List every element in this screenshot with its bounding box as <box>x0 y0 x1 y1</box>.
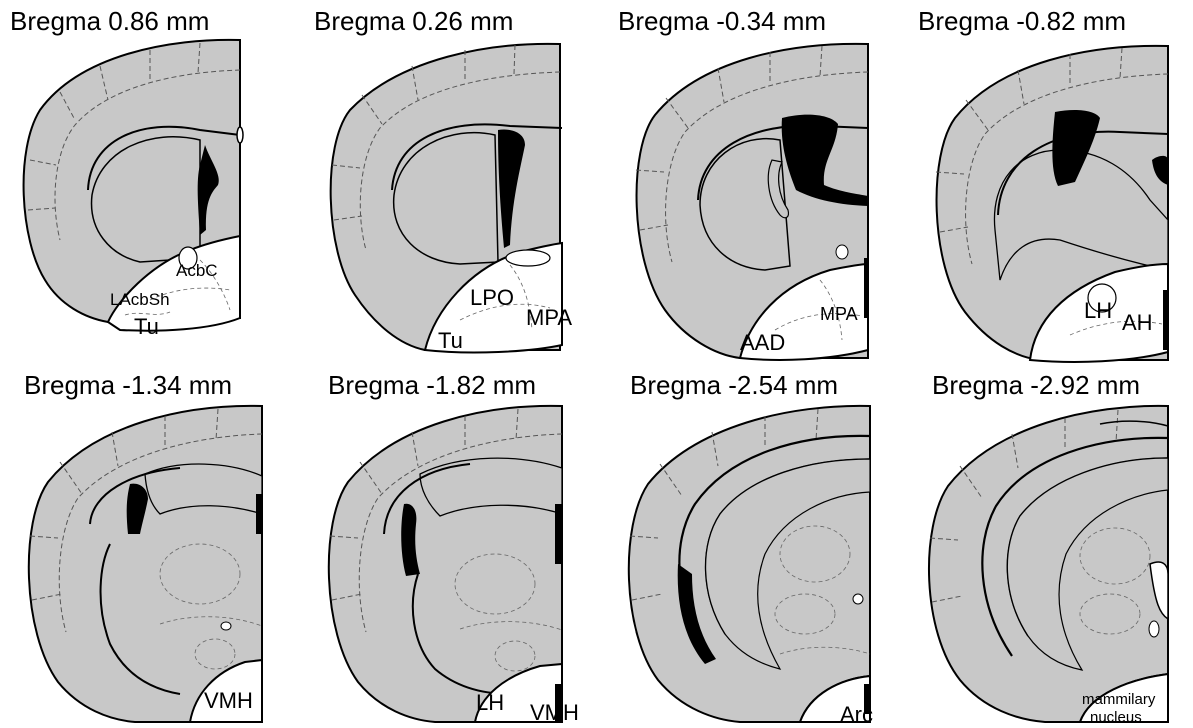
region-label-lacbsh: LAcbSh <box>110 290 170 309</box>
region-label-arc: Arc <box>840 702 873 727</box>
coronal-section-diagram: LH VMH <box>300 364 598 728</box>
region-label-mpa: MPA <box>526 305 572 330</box>
region-label-vmh: VMH <box>530 700 579 725</box>
panel-bregma-minus-0-82: Bregma -0.82 mm LH AH <box>900 0 1193 364</box>
coronal-section-diagram: VMH <box>0 364 298 728</box>
coronal-section-diagram: Arc <box>600 364 898 728</box>
region-label-lpo: LPO <box>470 285 514 310</box>
region-label-mammilary: mammilary <box>1082 691 1156 708</box>
region-label-ah: AH <box>1122 310 1153 335</box>
coronal-section-diagram: AcbC LAcbSh Tu <box>0 0 298 364</box>
region-label-tu: Tu <box>438 328 463 353</box>
panel-bregma-minus-2-54: Bregma -2.54 mm Arc <box>600 364 898 728</box>
panel-bregma-minus-1-34: Bregma -1.34 mm VMH <box>0 364 298 728</box>
panel-bregma-0-86: Bregma 0.86 mm AcbC LAcbSh Tu <box>0 0 298 364</box>
coronal-section-diagram: LH AH <box>900 0 1193 364</box>
coronal-section-diagram: mammilary nucleus <box>900 364 1193 728</box>
region-label-mpa: MPA <box>820 304 858 324</box>
region-label-lh: LH <box>476 690 504 715</box>
region-label-nucleus: nucleus <box>1090 709 1142 726</box>
region-label-tu: Tu <box>134 314 159 339</box>
coronal-section-diagram: LPO MPA Tu <box>300 0 598 364</box>
panel-bregma-minus-0-34: Bregma -0.34 mm MPA AAD <box>600 0 898 364</box>
panel-bregma-0-26: Bregma 0.26 mm LPO MPA Tu <box>300 0 598 364</box>
panel-bregma-minus-2-92: Bregma -2.92 mm mammilary nucleus <box>900 364 1193 728</box>
coronal-section-diagram: MPA AAD <box>600 0 898 364</box>
region-label-lh: LH <box>1084 298 1112 323</box>
region-label-vmh: VMH <box>204 688 253 713</box>
region-label-aad: AAD <box>740 330 785 355</box>
panel-bregma-minus-1-82: Bregma -1.82 mm LH VMH <box>300 364 598 728</box>
region-label-acbc: AcbC <box>176 261 218 280</box>
